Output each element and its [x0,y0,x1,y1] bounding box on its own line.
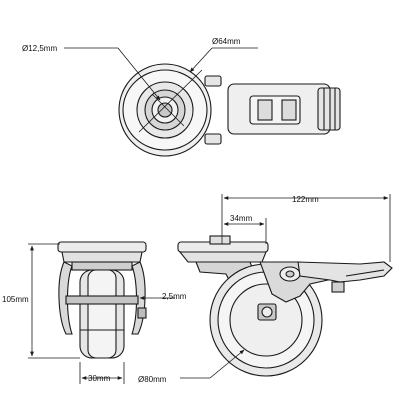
plate-diameter-label: Ø64mm [212,37,241,46]
wheel-width-label: 30mm [88,374,111,383]
brake-pedal [297,261,393,283]
top-bolt-head [204,75,222,87]
axle-clearance-label: 2,5mm [162,292,187,301]
bore-hole [157,102,173,118]
bore-diameter-label: Ø12,5mm [22,44,57,53]
bottom-bolt-head [204,133,222,145]
top-view [118,63,341,157]
front-top-plate [57,241,147,253]
front-axle [65,295,139,305]
front-view [57,241,147,359]
offset-label: 34mm [230,214,253,223]
bolt-end [317,87,341,131]
wheel-diameter-label: Ø80mm [138,375,167,384]
side-view [177,194,393,377]
overall-length-label: 122mm [292,195,319,204]
height-label: 105mm [2,295,29,304]
